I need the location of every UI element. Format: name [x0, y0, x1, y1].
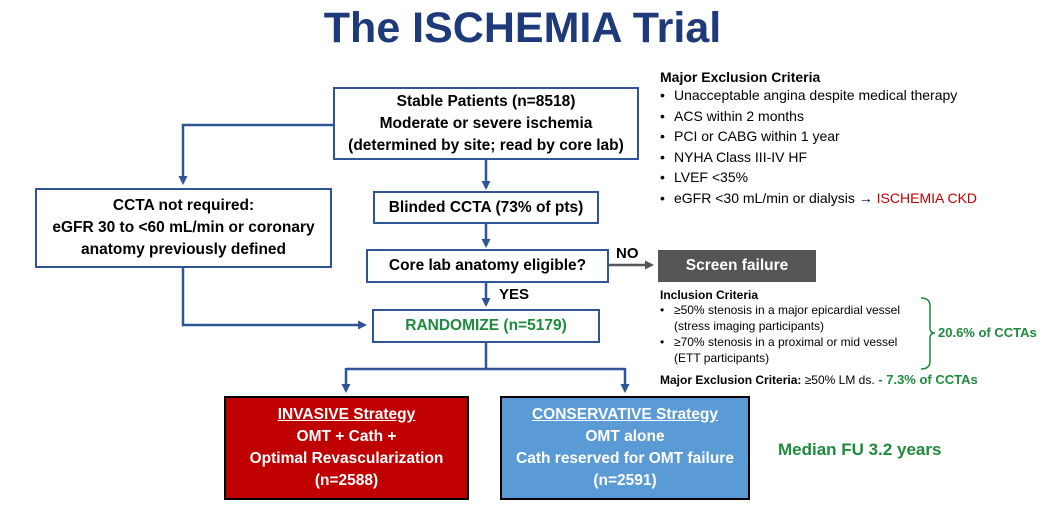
invasive-line-1: OMT + Cath +	[296, 428, 397, 445]
arrow-stable-to-ccta-not-required	[178, 123, 333, 185]
randomize-box: RANDOMIZE (n=5179)	[372, 309, 600, 343]
stable-line-1: Stable Patients (n=8518)	[396, 92, 576, 110]
list-item: LVEF <35%	[660, 167, 1040, 188]
arrow-randomize-split	[346, 343, 625, 371]
stable-line-3: (determined by site; read by core lab)	[348, 136, 624, 154]
list-item: eGFR <30 mL/min or dialysis → ISCHEMIA C…	[660, 188, 1040, 209]
invasive-heading: INVASIVE Strategy	[277, 406, 416, 423]
conservative-line-1: OMT alone	[585, 428, 665, 445]
list-item: Unacceptable angina despite medical ther…	[660, 85, 1040, 106]
core-lab-label: Core lab anatomy eligible?	[388, 257, 587, 274]
inclusion-subnote: (stress imaging participants)	[674, 319, 825, 333]
list-item: ≥50% stenosis in a major epicardial vess…	[660, 302, 930, 318]
major-exclusion-title: Major Exclusion Criteria	[660, 69, 821, 85]
list-item: ≥70% stenosis in a proximal or mid vesse…	[660, 334, 930, 350]
invasive-strategy-box: INVASIVE Strategy OMT + Cath + Optimal R…	[224, 396, 469, 500]
major-exclusion-criteria: Major Exclusion Criteria Unacceptable an…	[660, 69, 1040, 208]
blinded-ccta-box: Blinded CCTA (73% of pts)	[373, 191, 599, 224]
ccta-nr-line-3: anatomy previously defined	[81, 241, 286, 258]
list-item: PCI or CABG within 1 year	[660, 126, 1040, 147]
inclusion-exclusion-line: Major Exclusion Criteria: ≥50% LM ds. - …	[660, 372, 978, 387]
inclusion-bracket-note: 20.6% of CCTAs	[938, 325, 1037, 340]
stable-patients-box: Stable Patients (n=8518) Moderate or sev…	[333, 87, 639, 160]
list-item: NYHA Class III-IV HF	[660, 147, 1040, 168]
page-title: The ISCHEMIA Trial	[323, 4, 722, 52]
ischemia-ckd-label: ISCHEMIA CKD	[876, 189, 978, 206]
screen-failure-label: Screen failure	[685, 257, 789, 274]
list-item: (ETT participants)	[660, 350, 930, 366]
randomize-label: RANDOMIZE (n=5179)	[405, 317, 567, 334]
lm-exclusion-label: Major Exclusion Criteria:	[660, 373, 802, 387]
lm-exclusion-value: ≥50% LM ds.	[801, 373, 875, 387]
inclusion-list: ≥50% stenosis in a major epicardial vess…	[660, 302, 930, 366]
inclusion-title: Inclusion Criteria	[660, 288, 759, 302]
blinded-ccta-label: Blinded CCTA (73% of pts)	[388, 198, 584, 216]
yes-label: YES	[499, 286, 530, 303]
no-label: NO	[616, 245, 639, 262]
conservative-heading: CONSERVATIVE Strategy	[531, 406, 719, 423]
stable-line-2: Moderate or severe ischemia	[379, 114, 593, 132]
inclusion-criteria: Inclusion Criteria ≥50% stenosis in a ma…	[660, 288, 930, 366]
invasive-line-3: (n=2588)	[314, 472, 379, 489]
list-item: ACS within 2 months	[660, 106, 1040, 127]
conservative-line-3: (n=2591)	[593, 472, 657, 489]
conservative-strategy-box: CONSERVATIVE Strategy OMT alone Cath res…	[500, 396, 750, 500]
median-followup: Median FU 3.2 years	[778, 440, 942, 459]
list-item: (stress imaging participants)	[660, 318, 930, 334]
screen-failure-box: Screen failure	[658, 250, 816, 282]
ccta-nr-line-2: eGFR 30 to <60 mL/min or coronary	[52, 219, 315, 236]
ccta-not-required-box: CCTA not required: eGFR 30 to <60 mL/min…	[35, 188, 332, 268]
core-lab-box: Core lab anatomy eligible?	[366, 249, 609, 283]
inclusion-subnote: (ETT participants)	[674, 351, 770, 365]
invasive-line-2: Optimal Revascularization	[249, 450, 444, 467]
arrow-ccta-not-required-to-randomize	[181, 268, 367, 330]
egfr-criterion: eGFR <30 mL/min or dialysis →	[674, 189, 877, 206]
lm-exclusion-note: - 7.3% of CCTAs	[874, 372, 978, 387]
ccta-nr-line-1: CCTA not required:	[112, 197, 255, 214]
major-exclusion-list: Unacceptable angina despite medical ther…	[660, 85, 1040, 208]
conservative-line-2: Cath reserved for OMT failure	[516, 450, 734, 467]
